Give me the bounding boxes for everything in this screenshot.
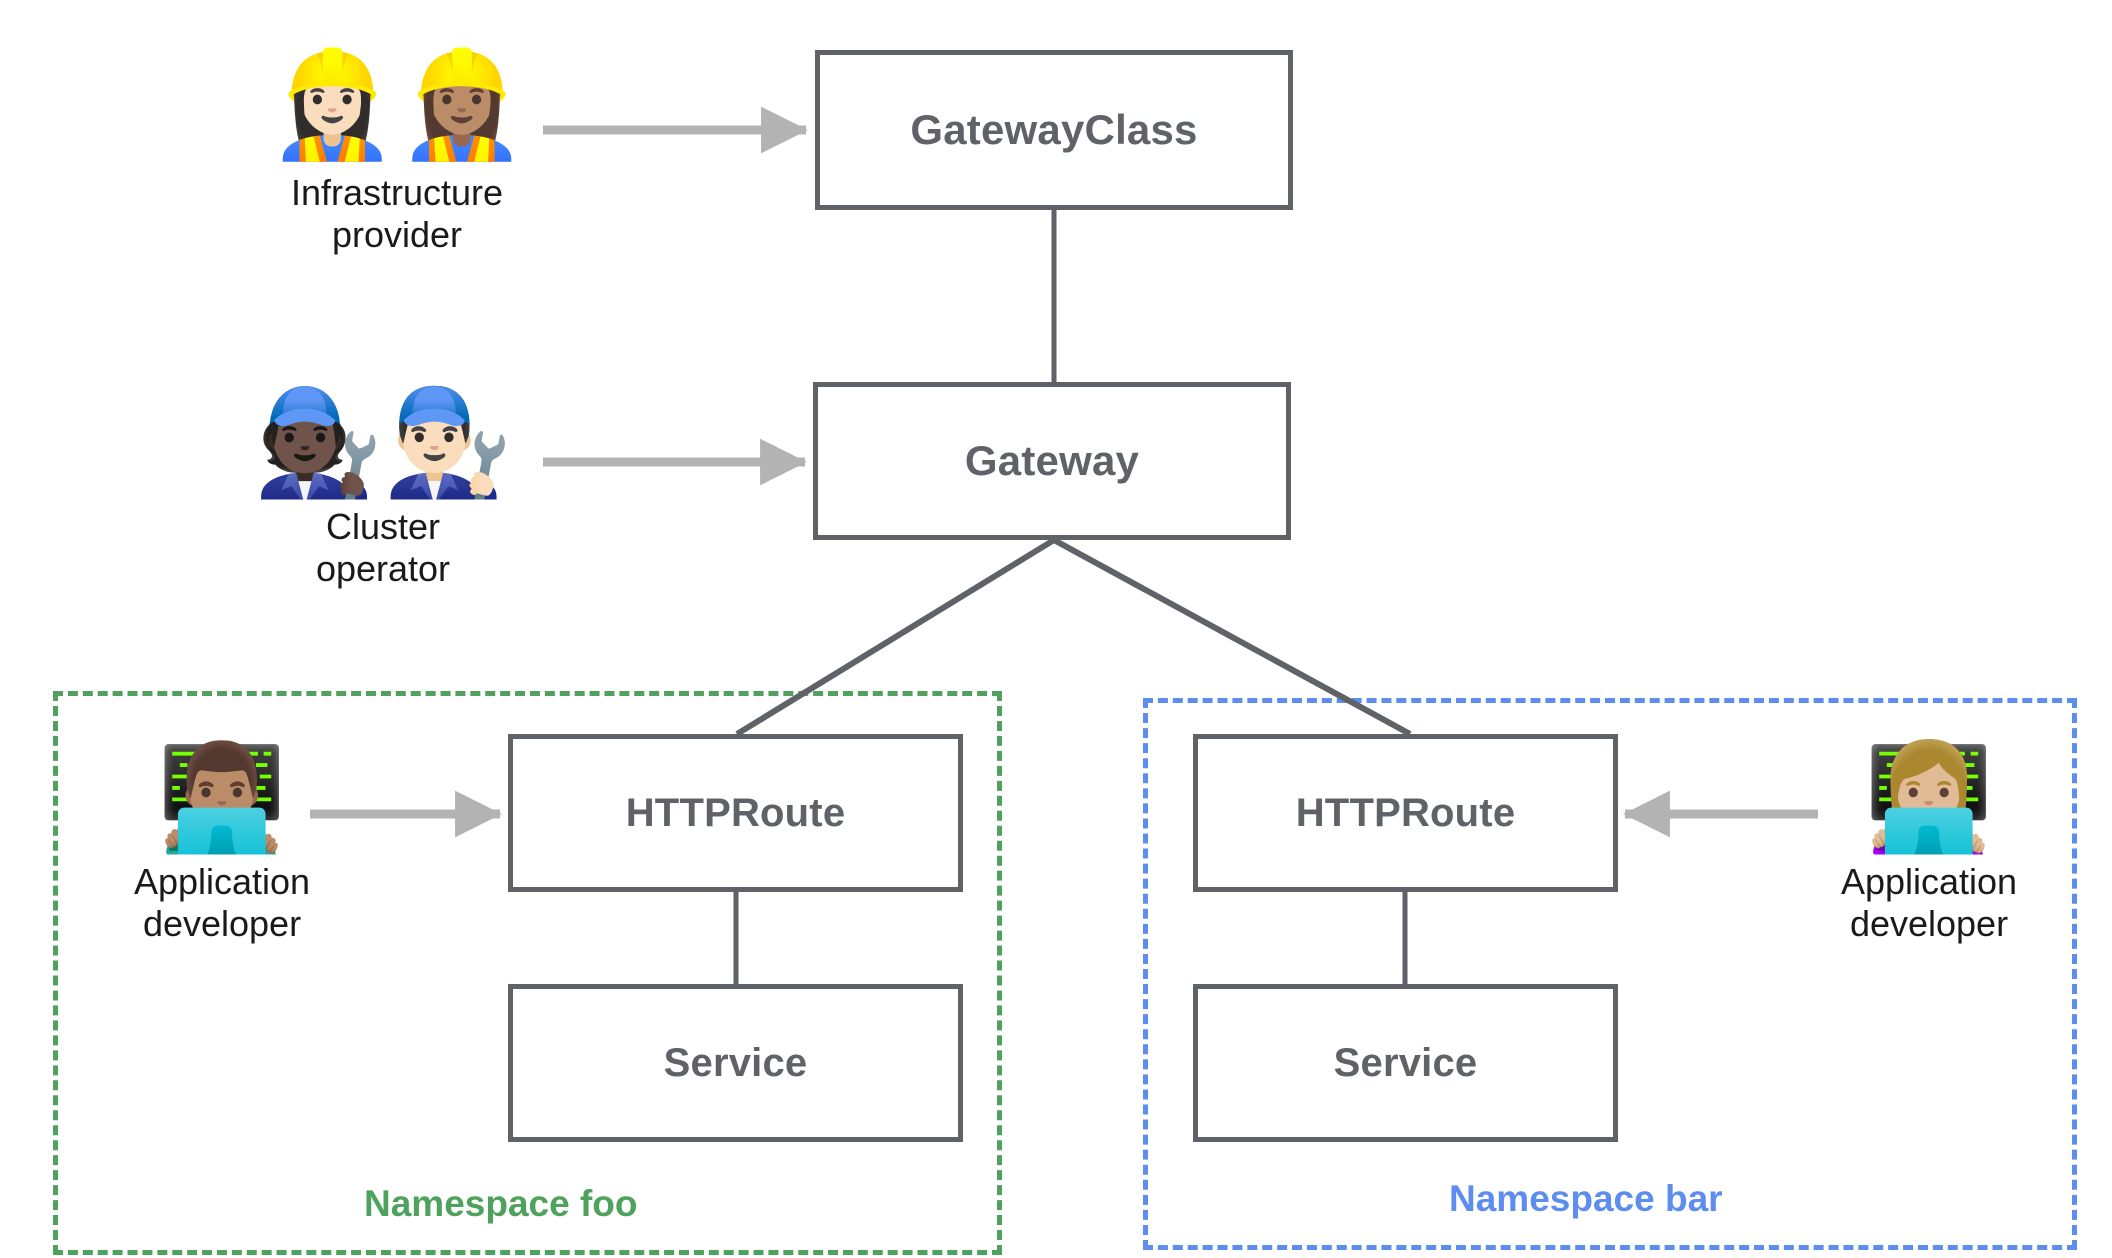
application-developer-bar-icons: 👩🏼‍💻 [1864,745,1994,849]
application-developer-foo-icons: 👨🏽‍💻 [157,745,287,849]
mechanic-dark-icon: 🧑🏿‍🔧 [253,381,384,503]
mechanic-man-light-icon: 👨🏻‍🔧 [383,381,513,503]
construction-worker-woman-medium-icon: 👷🏽‍♀️ [397,43,527,165]
httproute-foo-label: HTTPRoute [625,790,846,835]
namespace-bar-label: Namespace bar [1449,1178,1723,1219]
persona-cluster-operator: 🧑🏿‍🔧 👨🏻‍🔧 Cluster operator [254,390,513,591]
httproute-bar-label: HTTPRoute [1295,790,1516,835]
persona-infrastructure-provider: 👷🏻‍♀️ 👷🏽‍♀️ Infrastructure provider [268,52,527,257]
application-developer-foo-label: Application developer [133,861,311,945]
gatewayclass-box[interactable]: GatewayClass [815,50,1293,210]
gateway-box[interactable]: Gateway [813,382,1291,540]
application-developer-bar-label: Application developer [1840,861,2018,945]
httproute-foo-box[interactable]: HTTPRoute [508,734,963,892]
gateway-label: Gateway [964,437,1140,484]
service-bar-box[interactable]: Service [1193,984,1618,1142]
service-foo-box[interactable]: Service [508,984,963,1142]
namespace-foo-container [53,691,1002,1255]
infrastructure-provider-label: Infrastructure provider [290,172,504,256]
infrastructure-provider-icons: 👷🏻‍♀️ 👷🏽‍♀️ [268,52,527,156]
construction-worker-woman-light-icon: 👷🏻‍♀️ [267,43,398,165]
service-bar-label: Service [1333,1040,1478,1085]
namespace-foo-label: Namespace foo [364,1183,638,1224]
gatewayclass-label: GatewayClass [910,106,1198,153]
persona-application-developer-foo: 👨🏽‍💻 Application developer [113,745,331,946]
persona-application-developer-bar: 👩🏼‍💻 Application developer [1820,745,2038,946]
httproute-bar-box[interactable]: HTTPRoute [1193,734,1618,892]
technologist-woman-light-icon: 👩🏼‍💻 [1864,736,1994,858]
technologist-man-medium-icon: 👨🏽‍💻 [157,736,287,858]
cluster-operator-label: Cluster operator [315,506,451,590]
namespace-bar-container [1143,698,2077,1250]
service-foo-label: Service [663,1040,808,1085]
cluster-operator-icons: 🧑🏿‍🔧 👨🏻‍🔧 [254,390,513,494]
